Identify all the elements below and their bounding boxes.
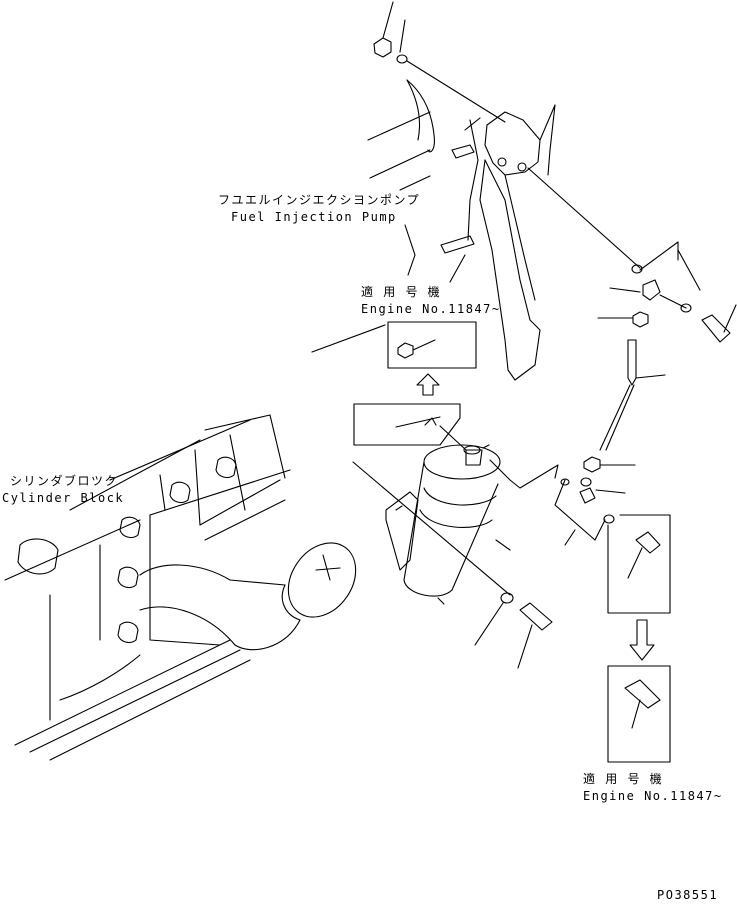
accelerator-bracket [479,104,641,381]
cylinder-block-label-en: Cylinder Block [2,491,125,505]
stop-solenoid [352,444,511,605]
top-nut [373,1,506,123]
applicable-top-label-jp: 適 用 号 機 [361,285,442,299]
fuel-pump-label-en: Fuel Injection Pump [231,210,397,224]
nut-box-top [311,321,477,369]
fuel-pump-outline [367,79,481,254]
fuel-pump-label-jp: フユエルインジエクシヨンポンプ [218,193,421,207]
applicable-bottom-label-en: Engine No.11847~ [583,789,723,803]
drawing-code: PO38551 [657,888,719,902]
bolt-box-lower [607,665,671,763]
elbow-pipe [139,542,357,651]
applicable-top-label-en: Engine No.11847~ [361,302,501,316]
linkage-group [489,241,737,546]
bolt-box-upper [607,514,671,614]
cylinder-block [4,414,291,761]
solenoid-bolt [474,592,553,669]
applicable-bottom-label-jp: 適 用 号 機 [583,772,664,786]
cylinder-block-label-jp: シリンダブロツク [10,474,119,488]
